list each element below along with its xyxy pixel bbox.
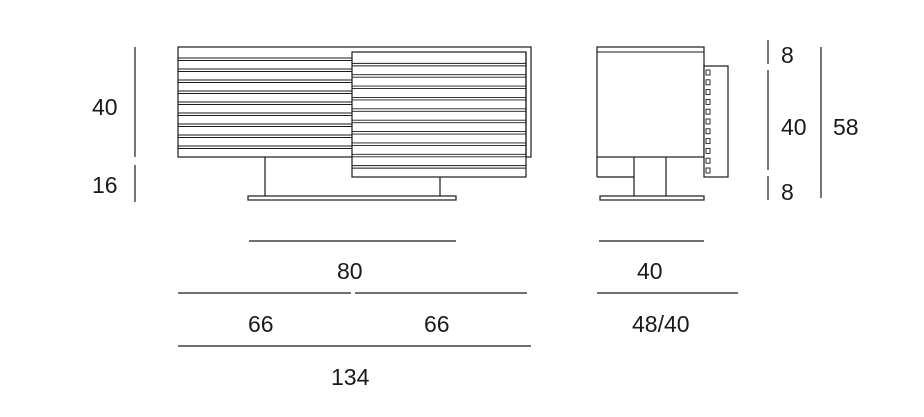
side-slat: [705, 108, 711, 115]
pedestal-base-plate: [247, 195, 457, 201]
label-side-top-gap: 8: [781, 42, 794, 68]
side-door-profile: [703, 65, 729, 178]
label-front-body-height: 40: [92, 94, 118, 120]
side-slat: [705, 118, 711, 125]
side-slat: [705, 98, 711, 105]
side-slat: [705, 89, 711, 96]
side-cabinet: [596, 46, 705, 158]
side-slat: [705, 167, 711, 174]
side-slat: [705, 79, 711, 86]
side-view: [596, 46, 729, 201]
side-base-plate: [599, 195, 705, 201]
label-side-depth: 40: [637, 258, 663, 284]
label-front-base-height: 16: [92, 172, 118, 198]
label-right-half: 66: [424, 311, 450, 337]
front-sliding-door: [351, 51, 527, 178]
label-side-total-height: 58: [833, 114, 859, 140]
side-slat: [705, 147, 711, 154]
front-view: [177, 46, 532, 201]
side-slat: [705, 138, 711, 145]
side-door-slats: [705, 69, 711, 174]
label-base-width: 80: [337, 258, 363, 284]
side-slat: [705, 128, 711, 135]
label-side-depth-open: 48/40: [632, 311, 690, 337]
label-side-body-height: 40: [781, 114, 807, 140]
side-slat: [705, 69, 711, 76]
side-slat: [705, 157, 711, 164]
label-total-width: 134: [331, 364, 370, 390]
front-slats-right: [352, 62, 526, 169]
label-side-bottom-gap: 8: [781, 179, 794, 205]
front-slats-left: [178, 57, 352, 149]
label-left-half: 66: [248, 311, 274, 337]
